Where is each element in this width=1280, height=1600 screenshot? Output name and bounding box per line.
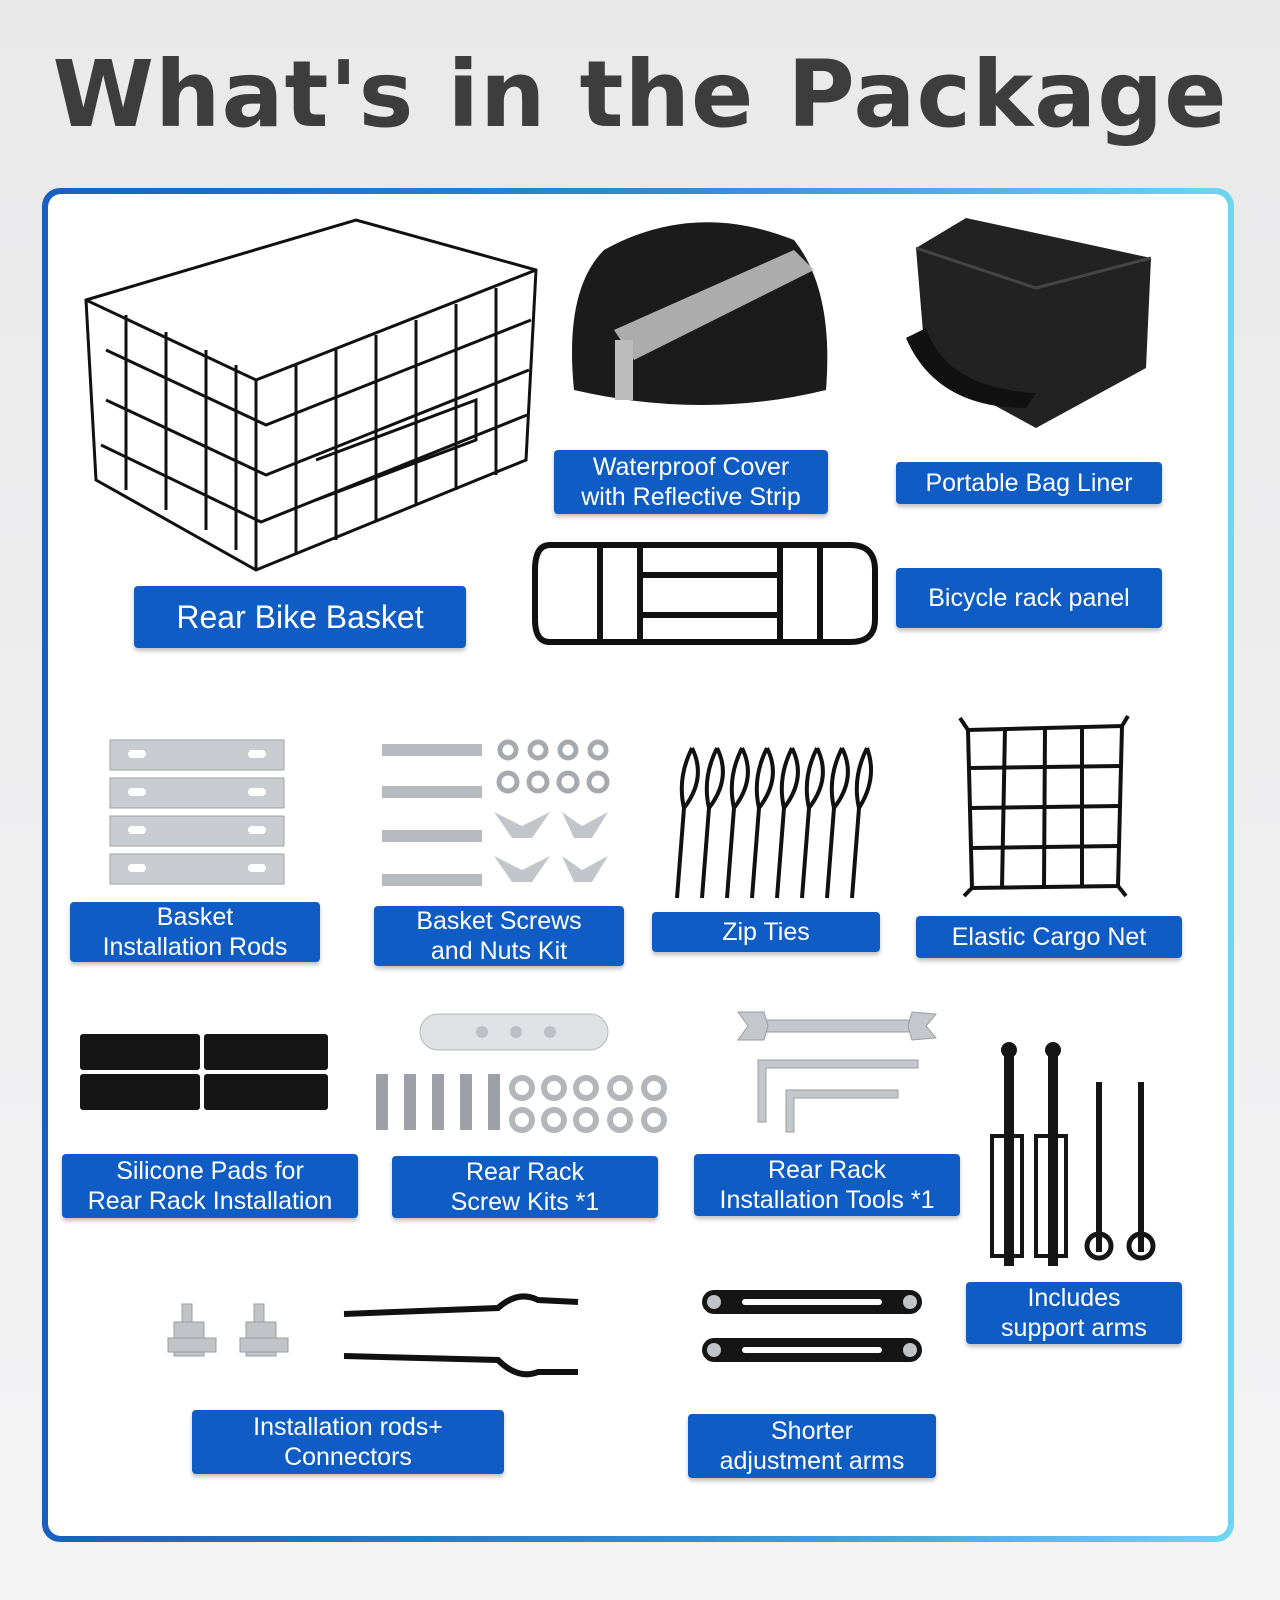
rods-connectors-label: Installation rods+Connectors <box>192 1410 504 1474</box>
silicone-pad-icon <box>80 1034 328 1110</box>
page-title: What's in the Package <box>52 41 1228 148</box>
rack-panel-icon <box>532 542 878 645</box>
support-arm-icon <box>990 1042 1156 1266</box>
bag-liner-icon <box>906 218 1152 428</box>
adjustment-arm-icon <box>702 1290 922 1362</box>
rack-panel-label: Bicycle rack panel <box>896 568 1162 628</box>
section-divider <box>92 695 1158 701</box>
wrench-icon <box>737 1011 937 1133</box>
connector-icon <box>167 1293 579 1378</box>
zip-tie-icon <box>675 747 873 899</box>
zip-ties-label: Zip Ties <box>652 912 880 952</box>
rear-basket-label: Rear Bike Basket <box>134 586 466 648</box>
bag-liner-label: Portable Bag Liner <box>896 462 1162 504</box>
wire-basket-icon <box>84 218 538 572</box>
rack-screws-icon <box>376 1013 667 1133</box>
cargo-net-label: Elastic Cargo Net <box>916 916 1182 958</box>
screws-nuts-icon <box>382 739 610 886</box>
metal-plate-icon <box>109 739 285 885</box>
cargo-net-icon <box>958 714 1130 898</box>
rain-cover-icon <box>572 222 828 405</box>
